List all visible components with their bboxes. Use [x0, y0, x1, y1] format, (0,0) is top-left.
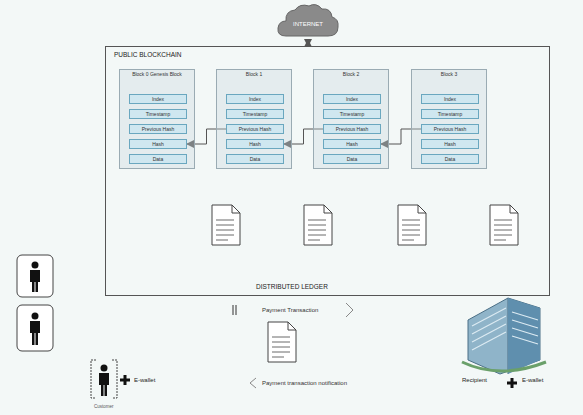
field-box: Data [323, 154, 381, 164]
field-box: Timestamp [323, 109, 381, 119]
block-title: Block 2 [314, 72, 388, 78]
cloud-label: INTERNET [293, 21, 323, 27]
block-title: Block 3 [412, 72, 486, 78]
text-label: Payment transaction notification [262, 380, 347, 386]
customer-icon [91, 360, 130, 398]
field-box: Hash [323, 139, 381, 149]
field-label: Previous Hash [336, 126, 369, 132]
field-label: Data [250, 156, 261, 162]
field-label: Index [152, 96, 164, 102]
document-icon [268, 322, 296, 362]
block-box: Block 1 IndexTimestampPrevious HashHashDa… [216, 69, 292, 169]
field-box: Data [226, 154, 284, 164]
document-icon [304, 205, 332, 245]
field-box: Timestamp [226, 109, 284, 119]
text-label: Recipient [462, 377, 487, 383]
block-title: Block 0 Genesis Block [120, 72, 194, 78]
block-title: Block 1 [217, 72, 291, 78]
text-label: Customer [94, 404, 114, 409]
field-box: Previous Hash [323, 124, 381, 134]
person-icon [17, 255, 53, 351]
field-box: Hash [129, 139, 187, 149]
field-box: Data [129, 154, 187, 164]
field-box: Hash [421, 139, 479, 149]
field-box: Previous Hash [226, 124, 284, 134]
text-label: E-wallet [522, 377, 543, 383]
field-label: Data [445, 156, 456, 162]
field-label: Data [347, 156, 358, 162]
field-label: Previous Hash [434, 126, 467, 132]
field-box: Index [226, 94, 284, 104]
block-box: Block 0 Genesis BlockIndexTimestampPrevi… [119, 69, 195, 169]
field-box: Data [421, 154, 479, 164]
field-label: Timestamp [340, 111, 365, 117]
field-label: Hash [346, 141, 358, 147]
field-box: Index [323, 94, 381, 104]
panel-title: PUBLIC BLOCKCHAIN [114, 51, 182, 58]
field-label: Previous Hash [239, 126, 272, 132]
field-label: Hash [152, 141, 164, 147]
field-label: Timestamp [146, 111, 171, 117]
field-label: Index [346, 96, 358, 102]
field-box: Index [129, 94, 187, 104]
field-box: Timestamp [129, 109, 187, 119]
document-icon [212, 205, 240, 245]
field-label: Hash [444, 141, 456, 147]
field-label: Timestamp [243, 111, 268, 117]
field-label: Previous Hash [142, 126, 175, 132]
document-icon [490, 205, 518, 245]
field-label: Index [249, 96, 261, 102]
field-box: Timestamp [421, 109, 479, 119]
field-label: Data [153, 156, 164, 162]
building-icon [462, 298, 546, 388]
text-label: Payment Transaction [262, 307, 318, 313]
field-box: Previous Hash [421, 124, 479, 134]
panel-caption: DISTRIBUTED LEDGER [256, 283, 328, 290]
field-box: Index [421, 94, 479, 104]
text-label: E-wallet [134, 377, 155, 383]
field-label: Timestamp [438, 111, 463, 117]
flow-symbols [233, 303, 353, 388]
document-icon [398, 205, 426, 245]
field-label: Index [444, 96, 456, 102]
block-box: Block 3 IndexTimestampPrevious HashHashDa… [411, 69, 487, 169]
internet-cloud: INTERNET [276, 2, 340, 40]
blockchain-panel: PUBLIC BLOCKCHAIN DISTRIBUTED LEDGER Block… [105, 46, 550, 296]
block-box: Block 2 IndexTimestampPrevious HashHashDa… [313, 69, 389, 169]
field-label: Hash [249, 141, 261, 147]
field-box: Previous Hash [129, 124, 187, 134]
field-box: Hash [226, 139, 284, 149]
